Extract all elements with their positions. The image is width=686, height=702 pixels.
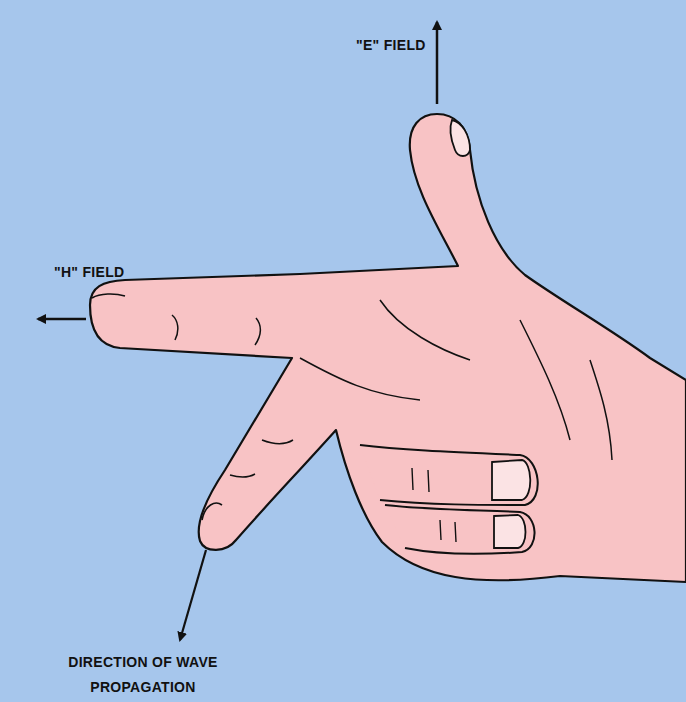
e-field-arrow	[436, 22, 439, 104]
finger-nail	[494, 515, 526, 548]
index-crease	[172, 315, 260, 345]
h-field-arrow	[38, 318, 86, 321]
curled-finger	[385, 505, 535, 554]
hand-outline	[90, 114, 686, 582]
curled-finger	[360, 445, 538, 505]
thumb-nail	[451, 120, 470, 156]
propagation-arrow	[180, 550, 206, 640]
index-nail	[92, 294, 125, 298]
knuckle-crease	[412, 468, 456, 542]
field-label: "E" FIELD	[356, 33, 436, 58]
field-label: "H" FIELD	[54, 260, 149, 285]
palm-crease	[300, 300, 612, 460]
middle-crease	[230, 440, 293, 477]
finger-nail	[492, 460, 530, 500]
direction-label: DIRECTION OF WAVE PROPAGATION	[43, 650, 243, 700]
middle-nail	[202, 503, 222, 520]
